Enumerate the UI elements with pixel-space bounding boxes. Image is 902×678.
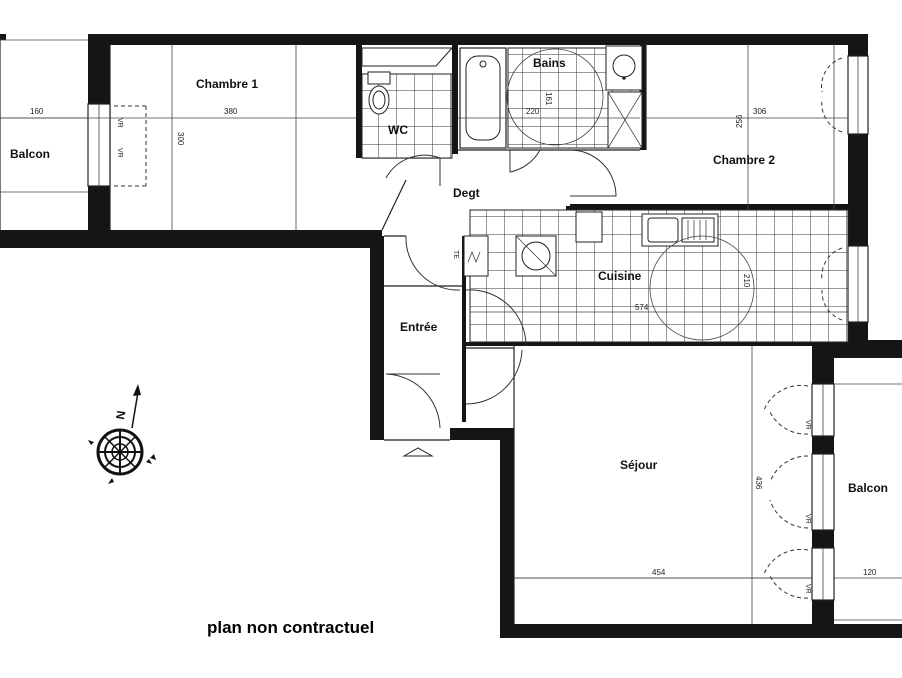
te-label: TE: [452, 250, 459, 259]
vr-label: VR: [804, 514, 811, 524]
room-label-entree: Entrée: [400, 320, 438, 334]
compass-icon: N: [88, 384, 156, 484]
vr-labels: VR VR VR VR VR TE: [116, 118, 811, 594]
dim-chambre1-width: 380: [224, 107, 238, 116]
room-label-bains: Bains: [533, 56, 566, 70]
fixtures: [361, 45, 755, 341]
room-label-degt: Degt: [453, 186, 480, 200]
dim-bains-depth: 161: [544, 92, 553, 106]
dim-cuisine-width: 574: [635, 303, 649, 312]
walls: [0, 34, 902, 638]
vr-label: VR: [804, 584, 811, 594]
room-label-wc: WC: [388, 123, 408, 137]
dim-sejour-width: 454: [652, 568, 666, 577]
dim-chambre2-width: 306: [753, 107, 767, 116]
room-label-balcon-left: Balcon: [10, 147, 50, 161]
vr-label: VR: [116, 148, 123, 158]
dim-bains-width: 220: [526, 107, 540, 116]
dim-sejour-depth: 436: [754, 476, 763, 490]
tiled-areas: [361, 47, 849, 343]
room-label-chambre-2: Chambre 2: [713, 153, 775, 167]
disclaimer-text: plan non contractuel: [207, 618, 374, 637]
washbasin-icon: [605, 45, 643, 91]
dim-balcon-right-width: 120: [863, 568, 877, 577]
vr-label: VR: [116, 118, 123, 128]
room-label-sejour: Séjour: [620, 458, 658, 472]
north-arrow-icon: [133, 384, 141, 396]
doors: [385, 149, 617, 457]
dimension-lines: [0, 117, 848, 579]
bathtub-icon: [459, 47, 507, 149]
windows: [87, 55, 869, 601]
dim-cuisine-depth: 210: [742, 274, 751, 288]
room-label-chambre-1: Chambre 1: [196, 77, 258, 91]
room-labels: Chambre 1 Chambre 2 Bains WC Degt Cuisin…: [10, 56, 888, 495]
vr-label: VR: [804, 420, 811, 430]
dimension-labels: 160 380 300 220 161 306 256 574 210 454 …: [30, 92, 877, 577]
dim-chambre2-depth: 256: [735, 114, 744, 128]
toilet-icon: [367, 71, 391, 115]
north-label: N: [113, 410, 128, 421]
room-label-cuisine: Cuisine: [598, 269, 642, 283]
dim-chambre1-depth: 300: [176, 132, 185, 146]
dim-balcon-left-width: 160: [30, 107, 44, 116]
room-label-balcon-right: Balcon: [848, 481, 888, 495]
